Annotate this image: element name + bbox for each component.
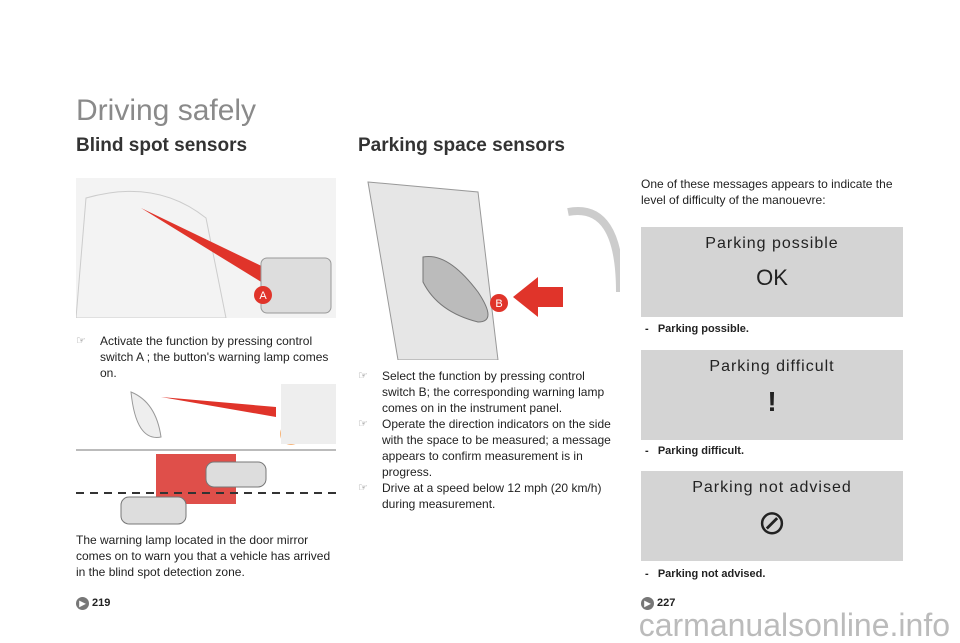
page-ref-227[interactable]: ▶227	[641, 597, 675, 610]
parking-bullet-3: Drive at a speed below 12 mph (20 km/h) …	[358, 480, 620, 512]
parking-possible-screen-text: Parking possible	[705, 235, 839, 252]
parking-intro: One of these messages appears to indicat…	[641, 177, 893, 207]
prohibited-symbol: ⊘	[757, 504, 787, 542]
page-ref-219[interactable]: ▶219	[76, 597, 110, 610]
switch-label-b: B	[495, 298, 502, 310]
parking-not-advised-display: Parking not advised ⊘	[641, 471, 903, 561]
parking-bullet-2: Operate the direction indicators on the …	[358, 416, 620, 480]
warning-symbol: !	[767, 386, 777, 417]
blind-spot-zone-illustration	[76, 382, 336, 527]
parking-difficult-screen-text: Parking difficult	[709, 358, 835, 375]
parking-difficult-display: Parking difficult !	[641, 350, 903, 440]
dashboard-switch-a-illustration: A	[76, 178, 336, 318]
steering-switch-b-illustration: B	[358, 172, 620, 360]
parking-possible-label: - Parking possible.	[645, 323, 749, 335]
blind-spot-paragraph: The warning lamp located in the door mir…	[76, 533, 331, 579]
blind-spot-heading: Blind spot sensors	[76, 135, 248, 156]
parking-not-advised-label: - Parking not advised.	[645, 568, 766, 580]
switch-label-a: A	[259, 290, 267, 302]
page-link-icon: ▶	[641, 597, 654, 610]
parking-not-advised-screen-text: Parking not advised	[692, 479, 852, 496]
ok-symbol: OK	[756, 265, 788, 290]
page-title: Driving safely	[76, 94, 257, 127]
page-link-icon: ▶	[76, 597, 89, 610]
parking-difficult-label: - Parking difficult.	[645, 445, 745, 457]
parking-heading: Parking space sensors	[358, 135, 565, 156]
blind-spot-bullet: Activate the function by pressing contro…	[76, 333, 332, 381]
watermark: carmanualsonline.info	[638, 607, 950, 643]
parking-bullet-1: Select the function by pressing control …	[358, 368, 620, 416]
parking-possible-display: Parking possible OK	[641, 227, 903, 317]
